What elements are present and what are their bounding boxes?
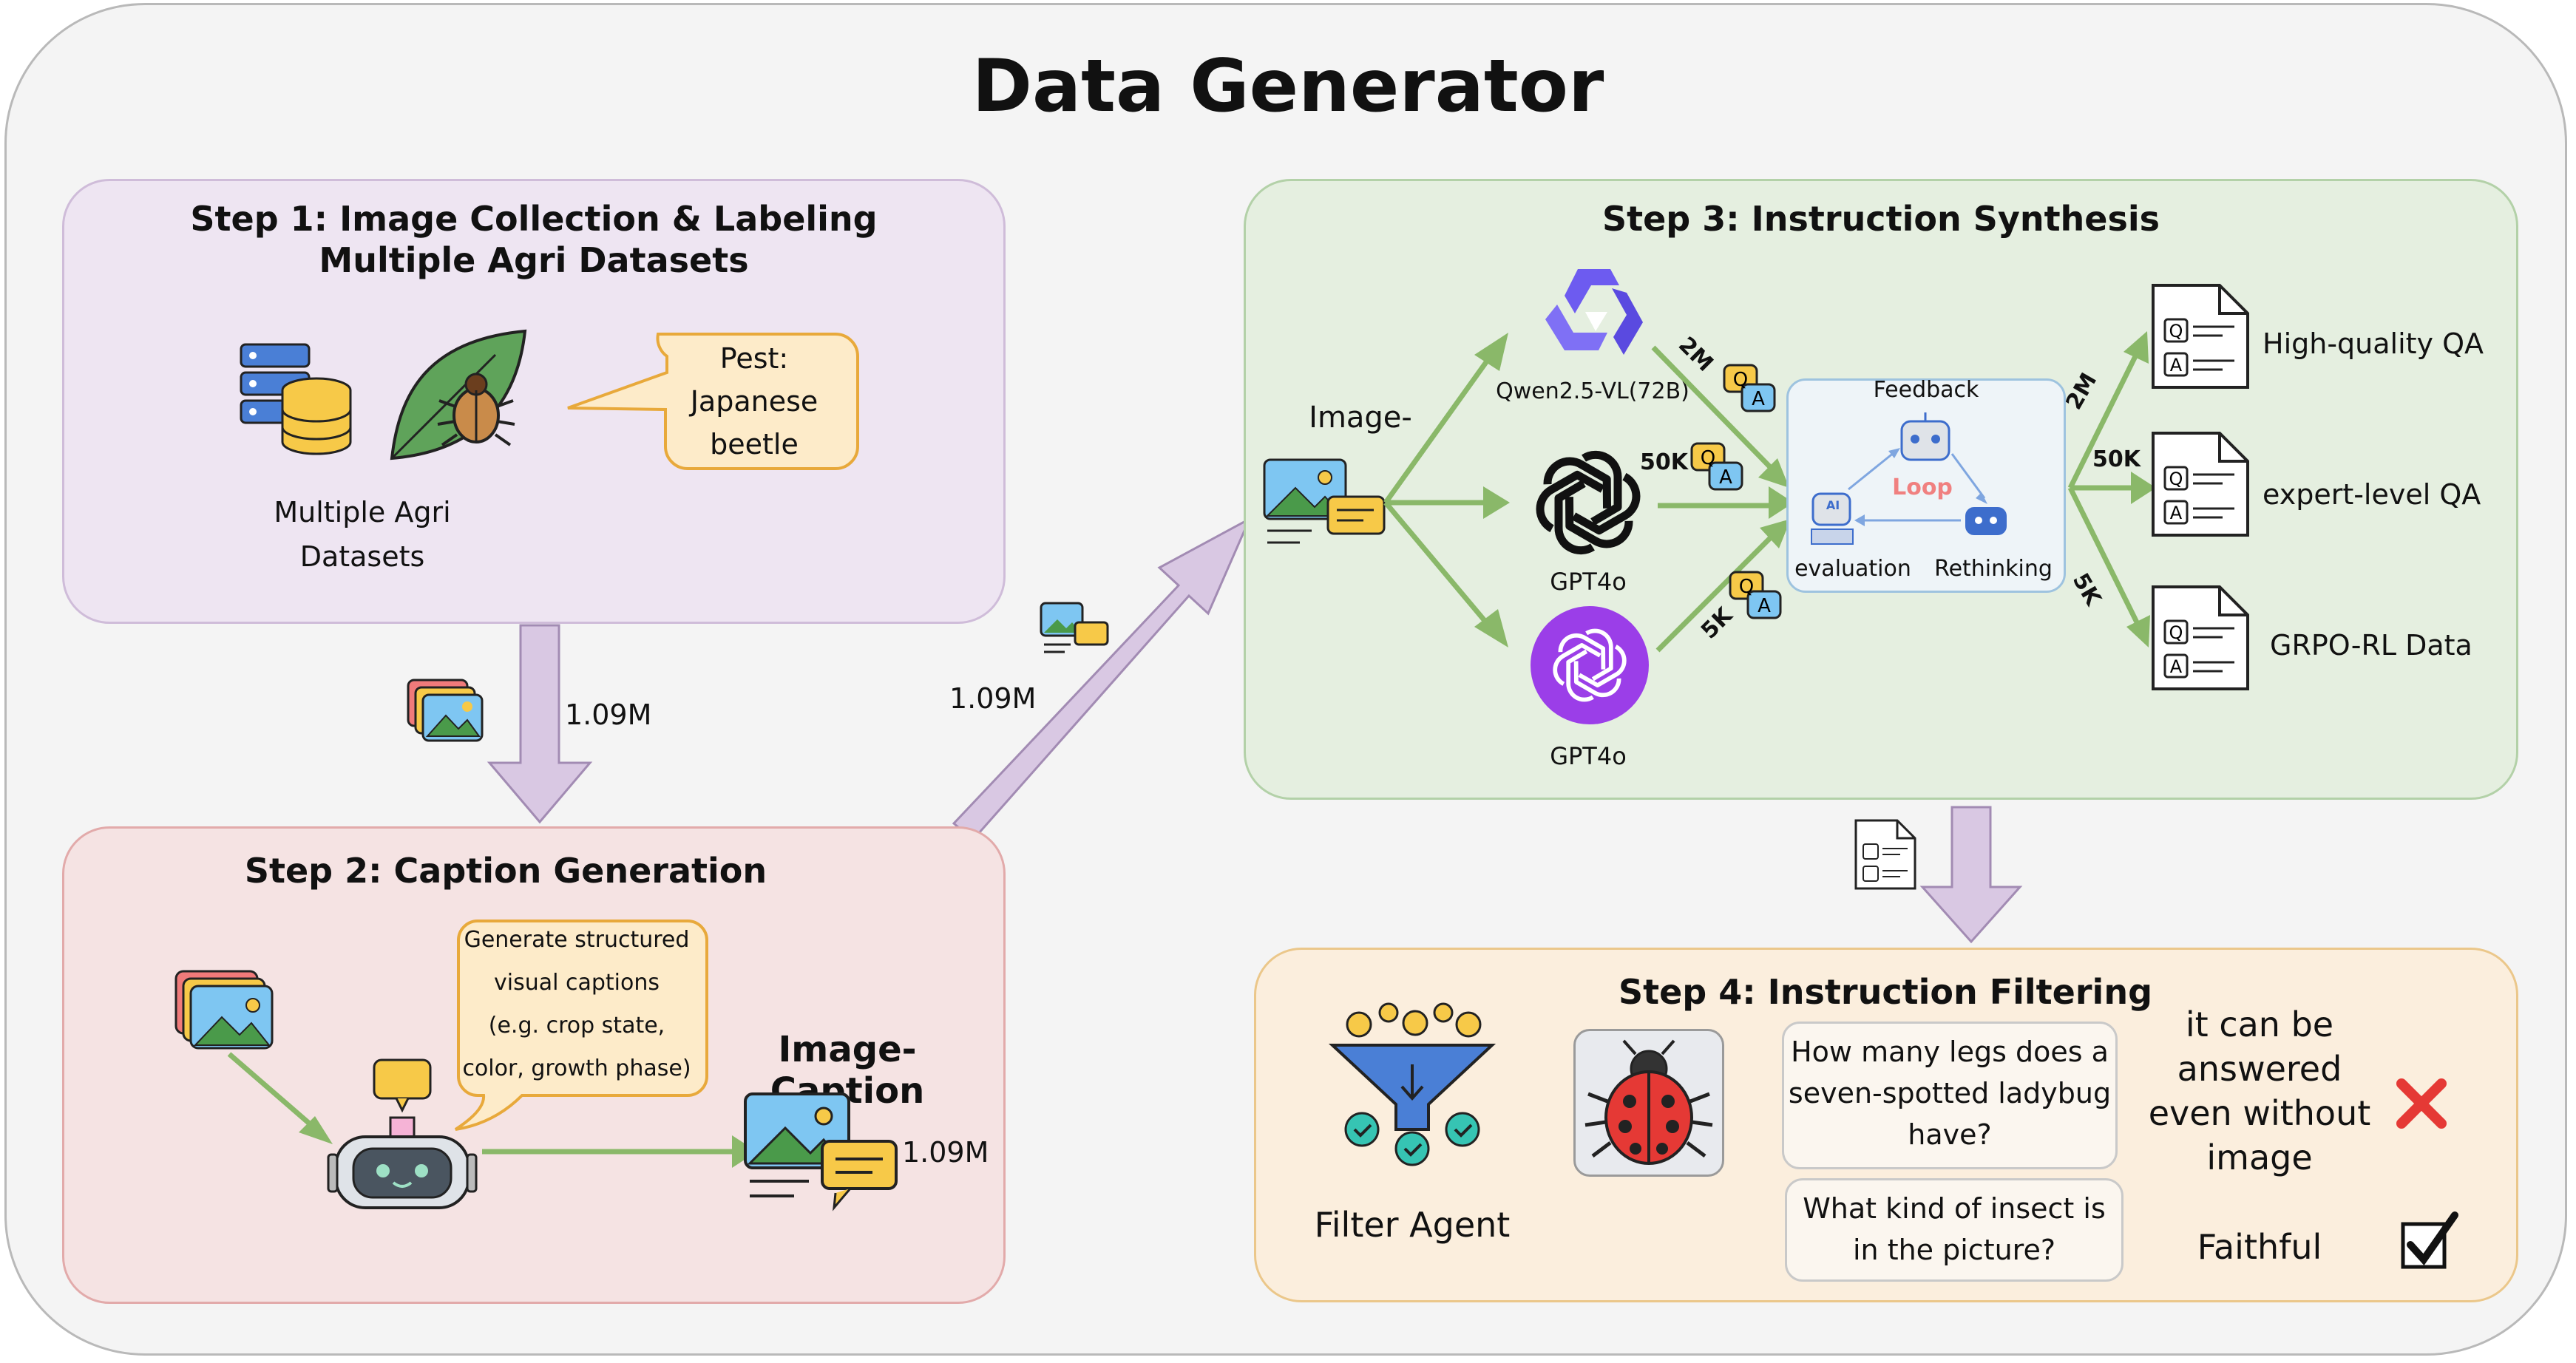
model1-label: Qwen2.5-VL(72B) <box>1496 378 1689 404</box>
bubble-text-line3: beetle <box>710 428 799 460</box>
output3-label: GRPO-RL Data <box>2270 629 2472 662</box>
qa-document-icon: Q A <box>2152 585 2249 690</box>
svg-text:A: A <box>1719 466 1732 489</box>
question2-line2: in the picture? <box>1852 1234 2056 1266</box>
leaf-beetle-icon <box>390 329 527 460</box>
loop-rethinking-label: Rethinking <box>1934 556 2053 582</box>
model2-label: GPT4o <box>1550 568 1627 596</box>
verdict1-line4: image <box>2206 1138 2313 1177</box>
model3-label: GPT4o <box>1550 742 1627 770</box>
caption-bubble-line1: Generate structured <box>464 927 690 953</box>
question1-line2: seven-spotted ladybug <box>1788 1077 2112 1109</box>
count-step1-step2: 1.09M <box>565 699 652 731</box>
doc-a-letter: A <box>2170 355 2183 375</box>
qa-document-icon: Q A <box>2152 432 2249 537</box>
doc-q-letter: Q <box>2169 469 2183 489</box>
image-caption-mini-icon <box>1040 602 1109 653</box>
question1-line1: How many legs does a <box>1791 1036 2109 1068</box>
openai-logo-icon <box>1536 450 1641 555</box>
robot-icon <box>327 1058 478 1209</box>
database-icon <box>240 343 352 455</box>
step4-title: Step 4: Instruction Filtering <box>1618 972 2152 1012</box>
openai-purple-logo-icon <box>1531 606 1649 724</box>
feedback-loop-box <box>1786 378 2066 593</box>
verdict1-text: it can be answered even without image <box>2141 1002 2378 1180</box>
question-box-2: What kind of insect is in the picture? <box>1785 1178 2123 1282</box>
verdict1-line1: it can be <box>2185 1005 2334 1044</box>
svg-text:A: A <box>1758 595 1771 617</box>
step1-title-line1: Step 1: Image Collection & Labeling <box>190 199 878 239</box>
output2-label: expert-level QA <box>2263 478 2481 511</box>
funnel-icon <box>1328 1002 1497 1166</box>
count-step2-step3: 1.09M <box>949 682 1037 715</box>
question-box-1: How many legs does a seven-spotted ladyb… <box>1782 1022 2118 1169</box>
output1-label: High-quality QA <box>2263 327 2484 360</box>
verdict1-line3: even without <box>2148 1093 2371 1133</box>
loop-to-output-arrows <box>2067 331 2156 647</box>
caption-bubble-line2: visual captions <box>493 970 660 996</box>
bubble-text-line2: Japanese <box>690 385 818 418</box>
caption-bubble-line3: (e.g. crop state, <box>488 1013 665 1039</box>
arrow-step2-to-step3 <box>952 516 1253 842</box>
checkbox-icon <box>2401 1211 2458 1269</box>
caption-count: 1.09M <box>902 1136 989 1169</box>
doc-q-letter: Q <box>2169 622 2183 643</box>
filter-agent-label: Filter Agent <box>1314 1205 1511 1245</box>
bubble-text-line1: Pest: <box>719 342 789 375</box>
ladybug-icon <box>1584 1039 1713 1165</box>
loop-ai-badge: AI <box>1826 498 1840 512</box>
arrow-step3-to-step4 <box>1919 806 2023 944</box>
datasets-label-line1: Multiple Agri <box>274 496 451 528</box>
step3-image-caption-icon <box>1263 458 1386 544</box>
image-stack-icon <box>407 679 484 742</box>
loop-diagram <box>1811 412 2007 545</box>
loop-feedback-label: Feedback <box>1873 377 1979 403</box>
page-title: Data Generator <box>972 44 1604 129</box>
model2-count: 50K <box>1640 449 1688 475</box>
step3-input-label: Image- <box>1309 401 1412 435</box>
question2-line1: What kind of insect is <box>1803 1192 2106 1225</box>
caption-flow-arrows <box>227 1052 757 1168</box>
step3-title: Step 3: Instruction Synthesis <box>1601 199 2160 239</box>
step2-title: Step 2: Caption Generation <box>244 851 767 891</box>
svg-text:A: A <box>1752 388 1765 410</box>
step2-panel <box>62 826 1006 1304</box>
output2-count: 50K <box>2092 446 2141 472</box>
svg-text:Q: Q <box>1733 369 1748 391</box>
loop-label: Loop <box>1892 475 1953 500</box>
image-caption-icon <box>744 1092 898 1211</box>
qa-document-small-icon <box>1854 819 1916 890</box>
doc-a-letter: A <box>2170 503 2183 523</box>
step1-title-line2: Multiple Agri Datasets <box>319 240 749 280</box>
doc-a-letter: A <box>2170 656 2183 677</box>
fanout-arrows <box>1383 333 1510 647</box>
datasets-label-line2: Datasets <box>299 540 425 573</box>
qa-chat-icon: Q A <box>1729 571 1782 619</box>
qwen-logo-icon <box>1545 269 1643 355</box>
doc-q-letter: Q <box>2169 321 2183 341</box>
question1-line3: have? <box>1908 1118 1992 1151</box>
image-stack-icon-large <box>174 970 274 1050</box>
qa-document-icon: Q A <box>2152 284 2249 389</box>
label-bubble-shape <box>567 333 859 470</box>
loop-evaluation-label: evaluation <box>1794 556 1911 582</box>
verdict1-line2: answered <box>2177 1049 2342 1089</box>
verdict2-text: Faithful <box>2197 1227 2322 1267</box>
caption-bubble-shape <box>454 920 708 1131</box>
model-to-loop-arrows <box>1651 345 1794 653</box>
qa-chat-icon: Q A <box>1723 364 1776 412</box>
caption-bubble-line4: color, growth phase) <box>462 1056 691 1081</box>
svg-text:Q: Q <box>1739 576 1754 598</box>
qa-chat-icon: Q A <box>1690 442 1743 491</box>
svg-text:Q: Q <box>1701 447 1715 469</box>
cross-icon <box>2396 1078 2447 1129</box>
arrow-step1-to-step2 <box>487 624 593 824</box>
